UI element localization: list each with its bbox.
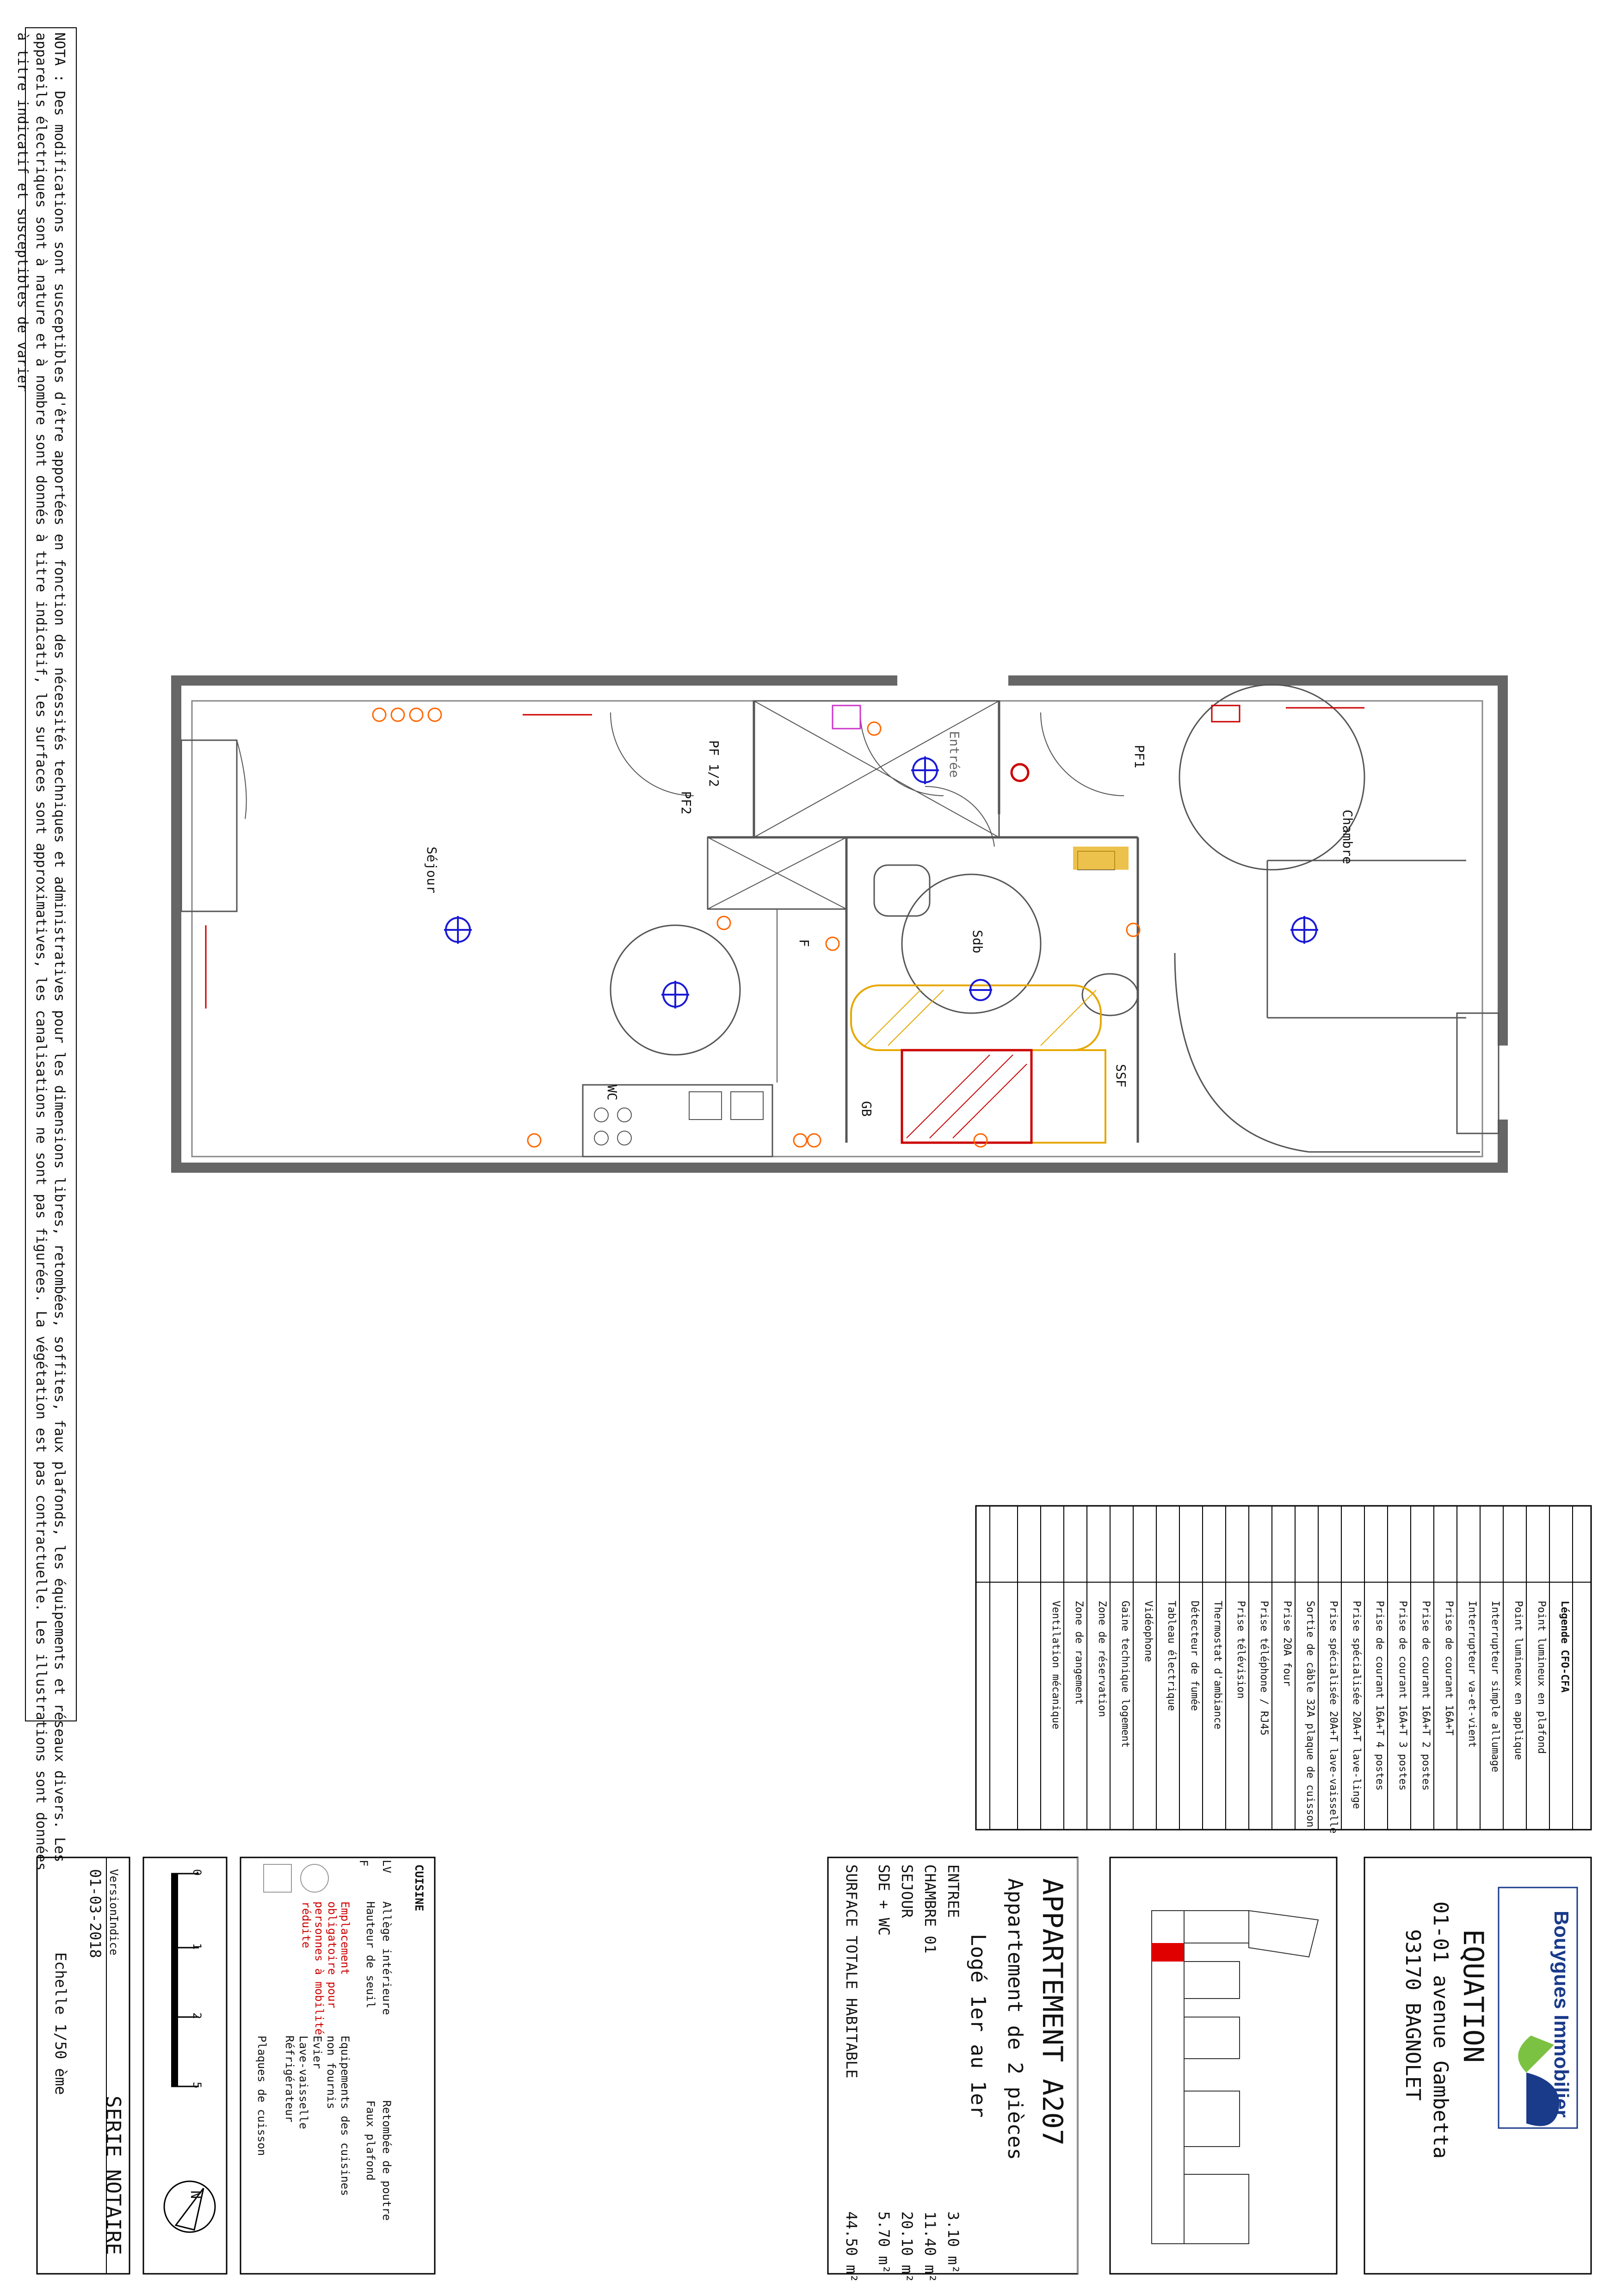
label-f: F	[796, 939, 812, 947]
surface-room: ENTREE	[944, 1864, 962, 1918]
surface-room: SDE + WC	[875, 1864, 893, 1936]
cuisine-item: Plaques de cuisson	[255, 2036, 268, 2156]
room-label-sdb: Sdb	[970, 930, 985, 953]
cuisine-item: Retombée de poutre	[380, 2100, 393, 2221]
legend-item: Point lumineux en plafond	[1536, 1601, 1547, 1754]
label-pf1: PF1	[1132, 745, 1147, 768]
note-line-3: à titre indicatif et susceptibles de var…	[14, 32, 31, 392]
label-gb: GB	[859, 1101, 874, 1117]
legend-item: Prise de courant 16A+T 2 postes	[1420, 1601, 1432, 1791]
floor-plan	[171, 675, 1508, 1173]
legend-item: Prise spécialisée 20A+T lave-vaisselle	[1327, 1601, 1339, 1834]
legend-item: Sortie de câble 32A plaque de cuisson	[1304, 1601, 1316, 1828]
legend-item: Gaine technique logement	[1119, 1601, 1131, 1748]
apartment-title: APPARTEMENT A207	[1036, 1878, 1068, 2146]
title-blocks	[36, 1857, 1592, 2275]
legend-item: Prise 20A four	[1281, 1601, 1293, 1687]
legend-item: Prise spécialisée 20A+T lave-linge	[1351, 1601, 1362, 1809]
surface-area: 3.10 m²	[944, 2211, 962, 2274]
project-name: EQUATION	[1457, 1929, 1489, 2063]
cuisine-item: Lave-vaisselle	[297, 2036, 310, 2129]
north-arrow-icon: N	[187, 2191, 204, 2199]
label-ssf: SSF	[1113, 1064, 1129, 1088]
legend-item: Prise de courant 16A+T	[1443, 1601, 1455, 1736]
legend-item: Prise de courant 16A+T 3 postes	[1397, 1601, 1408, 1791]
label-pf-door: PF 1/2	[706, 740, 722, 787]
legend-item: Ventilation mécanique	[1050, 1601, 1061, 1730]
surface-area: 5.70 m²	[875, 2211, 893, 2274]
cuisine-item: Faux plafond	[364, 2100, 377, 2181]
drawing-scale: Echelle 1/50 ème	[52, 1952, 69, 2095]
cuisine-item: non fournis	[325, 2036, 338, 2109]
wall-top-right	[1008, 675, 1508, 686]
legend-item: Prise téléphone / RJ45	[1258, 1601, 1270, 1736]
legend-item: Interrupteur simple allumage	[1489, 1601, 1501, 1772]
wall-right-lower	[1498, 1120, 1508, 1173]
note-line-1: NOTA : Des modifications sont susceptibl…	[51, 32, 68, 1863]
wall-top-left	[171, 675, 897, 686]
label-pf2: PF2	[679, 791, 694, 815]
legend-item: Détecteur de fumée	[1189, 1601, 1200, 1711]
version-label: Version	[107, 1869, 120, 1916]
surface-area: 11.40 m²	[921, 2211, 939, 2283]
project-address-1: 01-01 avenue Gambetta	[1429, 1901, 1452, 2159]
surface-total-area: 44.50 m²	[843, 2211, 860, 2283]
legend-item: Tableau électrique	[1166, 1601, 1177, 1711]
surface-room: SEJOUR	[898, 1864, 916, 1918]
apartment-lot: Logé 1er au 1er	[966, 1934, 990, 2118]
legend-item: Zone de réservation	[1096, 1601, 1108, 1717]
scale-bar-label: 5	[191, 2082, 204, 2089]
legend-item: Prise télévision	[1235, 1601, 1247, 1699]
cuisine-item: Réfrigérateur	[283, 2036, 296, 2123]
room-label-sejour: Séjour	[424, 847, 439, 894]
cuisine-note: Emplacement obligatoire pour personnes à…	[300, 1901, 352, 2035]
legend-item: Point lumineux en applique	[1512, 1601, 1524, 1760]
legend-table	[975, 1505, 1592, 1831]
room-label-chambre: Chambre	[1340, 810, 1355, 865]
cuisine-item: Equipements des cuisines	[339, 2036, 352, 2196]
indice-label: Indice	[107, 1915, 120, 1956]
room-label-entree: Entrée	[947, 731, 962, 778]
drawing-date: 01-03-2018	[86, 1869, 104, 1958]
cuisine-code: LV	[380, 1860, 393, 1873]
scale-bar-label: 0	[191, 1869, 204, 1876]
scale-bar-label: 2	[191, 2012, 204, 2019]
cuisine-item: Hauteur de seuil	[364, 1901, 377, 2009]
legend-item: Thermostat d'ambiance	[1212, 1601, 1223, 1730]
drawing-series: SERIE NOTAIRE	[101, 2096, 125, 2255]
room-label-wc: WC	[605, 1085, 620, 1101]
cuisine-item: Allège intérieure	[380, 1901, 393, 2015]
project-address-2: 93170 BAGNOLET	[1401, 1929, 1425, 2101]
legend-item: Prise de courant 16A+T 4 postes	[1374, 1601, 1385, 1791]
wall-left	[171, 675, 181, 1173]
wall-right-upper	[1498, 675, 1508, 1046]
company-logo-text: Bouygues Immobilier	[1550, 1911, 1573, 2118]
note-line-2: appareils électriques sont à nature et à…	[33, 32, 49, 1871]
legend-item: Interrupteur va-et-vient	[1466, 1601, 1478, 1748]
legend-title: Légende CFO-CFA	[1559, 1601, 1570, 1693]
surface-area: 20.10 m²	[898, 2211, 916, 2283]
cuisine-code: F	[357, 1860, 370, 1867]
apartment-type: Appartement de 2 pièces	[1003, 1878, 1027, 2160]
scale-bar-label: 1	[191, 1943, 204, 1950]
wall-bottom	[171, 1163, 1508, 1173]
surface-total-label: SURFACE TOTALE HABITABLE	[843, 1864, 860, 2079]
cuisine-title: CUISINE	[413, 1864, 426, 1912]
note-frame	[25, 27, 77, 1721]
legend-item: Zone de rangement	[1073, 1601, 1085, 1705]
legend-item: Vidéophone	[1142, 1601, 1154, 1662]
surface-room: CHAMBRE 01	[921, 1864, 939, 1954]
